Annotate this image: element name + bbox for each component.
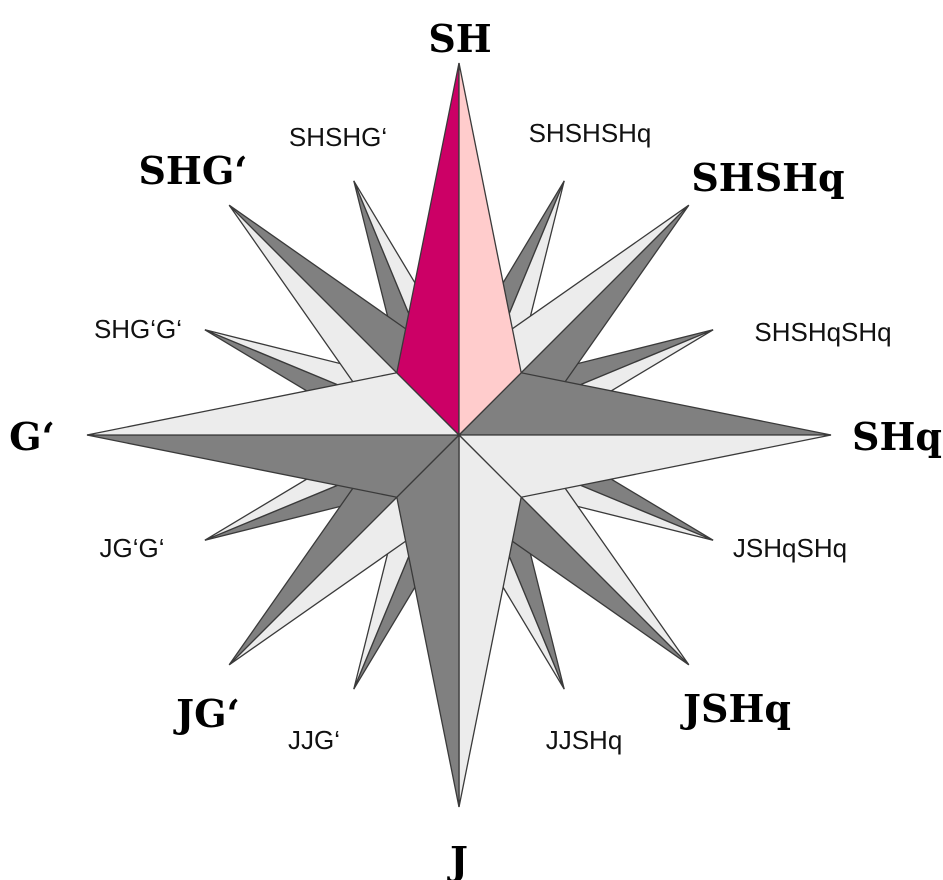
cardinal-point-south-left-half: [459, 435, 521, 807]
cardinal-point-east-right-half: [459, 435, 831, 497]
label-east-northeast: SHSHqSHq: [754, 317, 891, 347]
label-east-southeast: JSHqSHq: [733, 533, 847, 563]
label-south: J: [447, 838, 468, 880]
cardinal-point-north-right-half: [459, 63, 521, 435]
label-southeast: JSHq: [680, 686, 791, 731]
label-west-southwest: JG‘G‘: [100, 533, 165, 563]
cardinal-point-south-right-half: [397, 435, 459, 807]
label-west-northwest: SHG‘G‘: [94, 314, 182, 344]
label-north-northeast: SHSHSHq: [529, 118, 652, 148]
cardinal-point-east-left-half: [459, 373, 831, 435]
label-south-southeast: JJSHq: [546, 725, 623, 755]
label-east: SHq: [852, 414, 942, 459]
label-south-southwest: JJG‘: [288, 725, 340, 755]
label-northeast: SHSHq: [691, 155, 844, 200]
cardinal-point-west-left-half: [87, 435, 459, 497]
cardinal-point-west-right-half: [87, 373, 459, 435]
label-north: SH: [428, 16, 491, 61]
cardinal-point-north-left-half: [397, 63, 459, 435]
label-west: G‘: [9, 414, 55, 459]
label-north-northwest: SHSHG‘: [289, 122, 387, 152]
label-southwest: JG‘: [173, 691, 240, 736]
label-northwest: SHG‘: [138, 148, 247, 193]
